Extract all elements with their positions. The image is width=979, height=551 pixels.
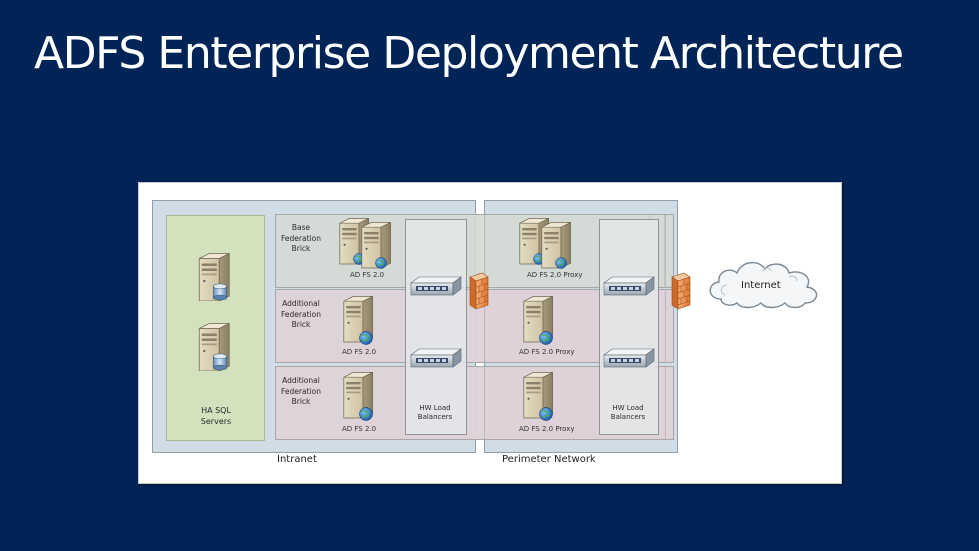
adfs-proxy-icon-base — [519, 217, 572, 269]
adfs-server-icon-base — [339, 217, 392, 269]
adfs-proxy-icon-add-1 — [523, 295, 554, 345]
architecture-diagram: Base Federation Brick Additional Federat… — [138, 182, 842, 484]
base-brick-label: Base Federation Brick — [281, 223, 321, 253]
perimeter-load-balancer-column — [599, 219, 659, 435]
adfs-server-icon-add-2 — [343, 371, 374, 421]
slide-title: ADFS Enterprise Deployment Architecture — [34, 28, 904, 79]
internet-label: Internet — [741, 280, 781, 291]
perimeter-lb-label: HW Load Balancers — [610, 404, 646, 421]
adfs-proxy-label-1: AD FS 2.0 Proxy — [527, 271, 583, 279]
adfs-server-label-3: AD FS 2.0 — [342, 425, 377, 433]
intranet-label: Intranet — [277, 454, 317, 465]
adfs-proxy-label-2: AD FS 2.0 Proxy — [519, 348, 575, 356]
sql-server-icon-1 — [198, 252, 230, 301]
firewall-icon-intranet — [469, 272, 489, 310]
perimeter-label: Perimeter Network — [502, 454, 596, 465]
adfs-proxy-icon-add-2 — [523, 371, 554, 421]
intranet-load-balancer-column — [405, 219, 467, 435]
cloud-icon — [709, 262, 818, 309]
sql-server-icon-2 — [198, 322, 230, 371]
adfs-server-label-2: AD FS 2.0 — [342, 348, 377, 356]
adfs-server-icon-add-1 — [343, 295, 374, 345]
additional-brick-label-2: Additional Federation Brick — [281, 376, 321, 406]
load-balancer-icon-1 — [410, 276, 462, 296]
firewall-icon-perimeter — [671, 272, 691, 310]
additional-brick-label-1: Additional Federation Brick — [281, 299, 321, 329]
adfs-server-label-1: AD FS 2.0 — [350, 271, 385, 279]
intranet-lb-label: HW Load Balancers — [417, 404, 453, 421]
sql-label: HA SQL Servers — [200, 406, 232, 426]
load-balancer-icon-2 — [410, 348, 462, 368]
adfs-proxy-label-3: AD FS 2.0 Proxy — [519, 425, 575, 433]
load-balancer-icon-3 — [603, 276, 655, 296]
load-balancer-icon-4 — [603, 348, 655, 368]
